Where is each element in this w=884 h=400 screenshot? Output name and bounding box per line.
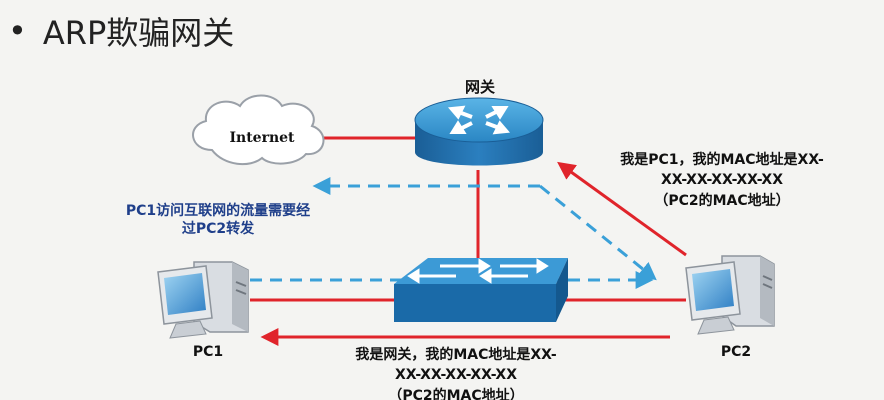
pc2-label: PC2 xyxy=(720,344,752,360)
cloud-icon xyxy=(192,94,325,166)
spoof-gateway-line-2: XX-XX-XX-XX-XX xyxy=(660,172,784,189)
spoof-gateway-line-3: （PC2的MAC地址） xyxy=(654,192,790,209)
bullet-icon: • xyxy=(8,12,27,50)
traffic-note-line-2: 过PC2转发 xyxy=(181,220,255,237)
switch-icon xyxy=(394,258,568,322)
traffic-note-line-1: PC1访问互联网的流量需要经 xyxy=(125,203,311,219)
pc1-label: PC1 xyxy=(192,344,224,360)
spoof-message-to-pc1: 我是网关，我的MAC地址是XX- XX-XX-XX-XX-XX （PC2的MAC… xyxy=(306,345,606,400)
dashed-traffic-path xyxy=(539,184,657,281)
spoof-pc1-line-3: （PC2的MAC地址） xyxy=(388,387,524,400)
spoof-message-to-gateway: 我是PC1，我的MAC地址是XX- XX-XX-XX-XX-XX （PC2的MA… xyxy=(580,150,864,211)
title-text: ARP欺骗网关 xyxy=(42,14,235,52)
pc1-computer-icon xyxy=(157,261,249,339)
spoof-pc1-line-1: 我是网关，我的MAC地址是XX- xyxy=(355,347,557,363)
router-icon xyxy=(414,97,544,166)
spoof-pc1-line-2: XX-XX-XX-XX-XX xyxy=(394,367,518,384)
gateway-label: 网关 xyxy=(464,78,495,96)
internet-label: Internet xyxy=(229,130,295,146)
traffic-note: PC1访问互联网的流量需要经 过PC2转发 xyxy=(98,203,338,238)
slide-title: • ARP欺骗网关 xyxy=(8,8,234,54)
pc2-computer-icon xyxy=(685,255,775,335)
spoof-gateway-line-1: 我是PC1，我的MAC地址是XX- xyxy=(620,152,824,168)
arrow-pc2-to-gateway xyxy=(557,161,687,257)
